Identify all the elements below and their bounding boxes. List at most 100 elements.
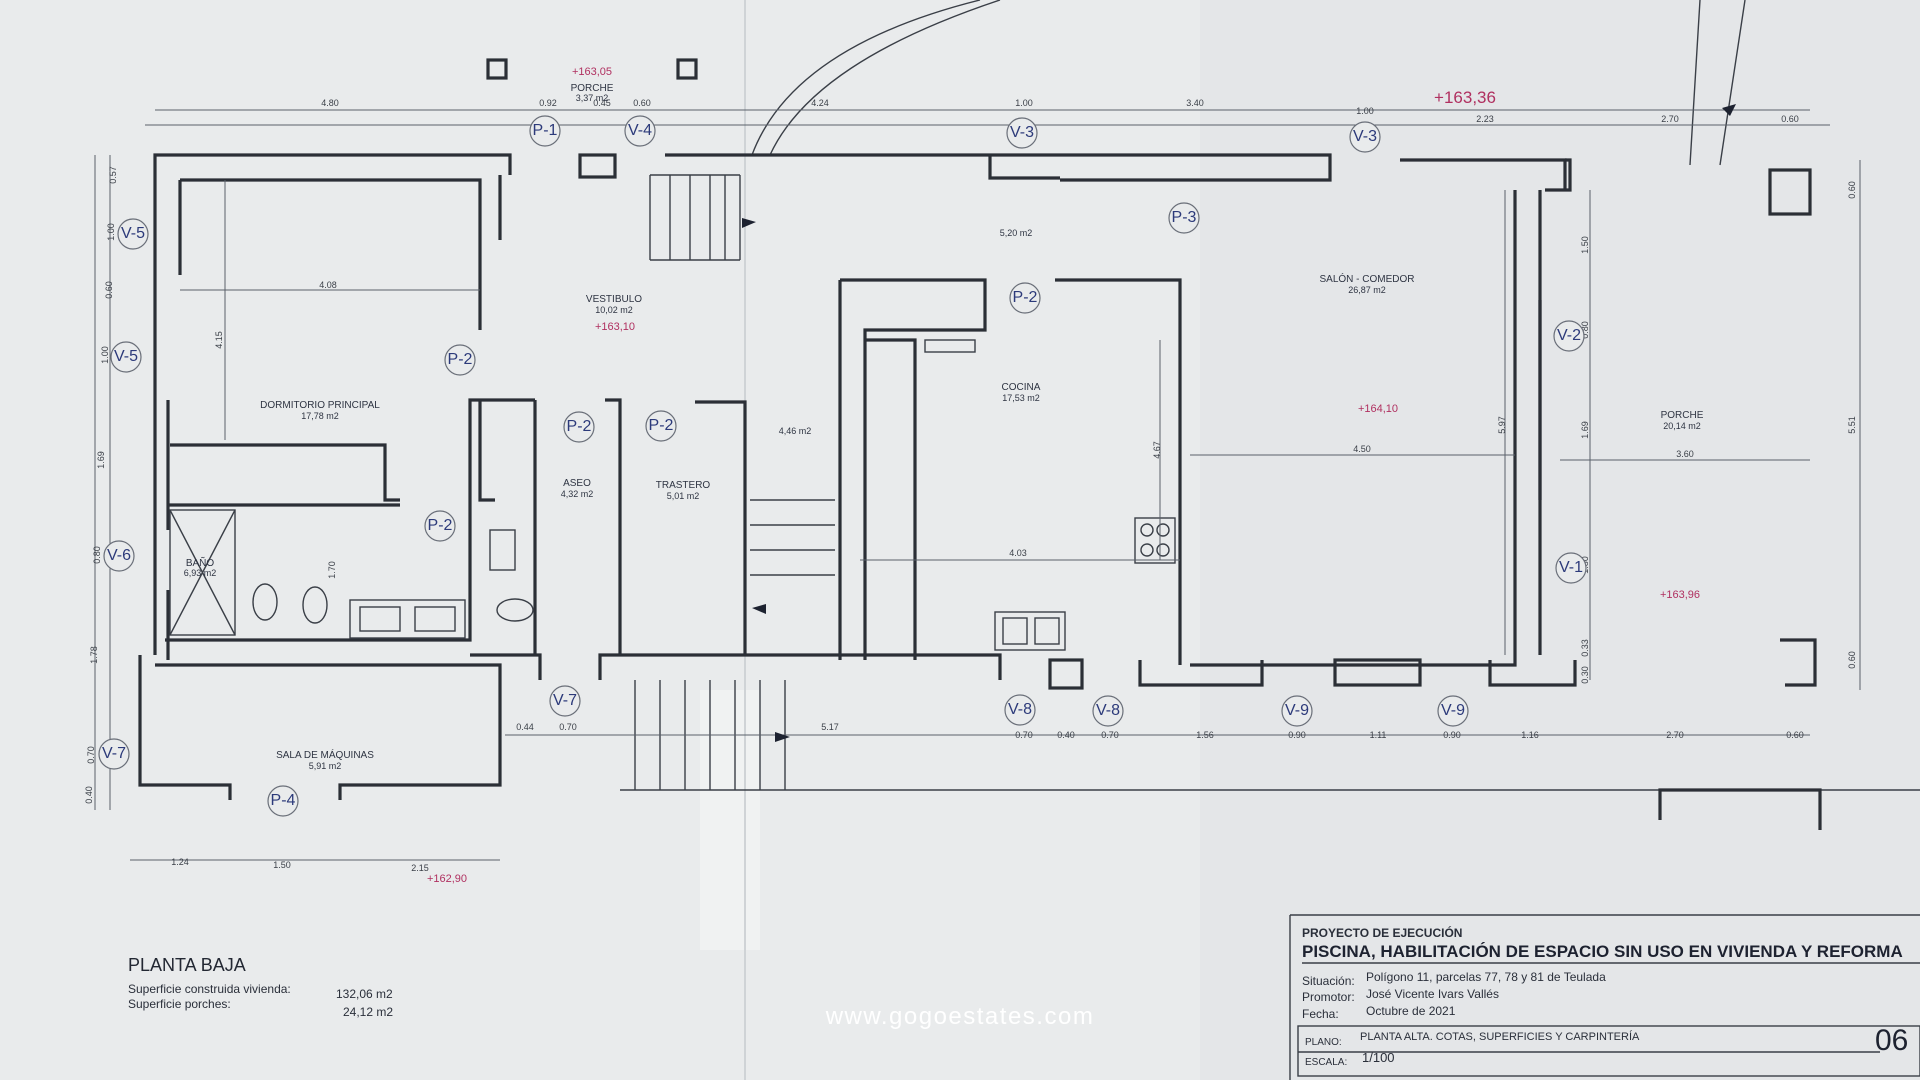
svg-text:1.00: 1.00 [106,223,116,241]
svg-text:P-2: P-2 [1013,289,1038,306]
tag-p2-aseo: P-2 [563,411,595,443]
svg-text:3.40: 3.40 [1186,98,1204,108]
svg-text:4.24: 4.24 [811,98,829,108]
svg-text:3,37 m2: 3,37 m2 [576,93,609,103]
tag-p3: P-3 [1168,202,1200,234]
svg-text:0.90: 0.90 [1443,730,1461,740]
svg-text:P-2: P-2 [649,417,674,434]
tag-v8-b: V-8 [1092,695,1124,727]
tag-p4: P-4 [267,785,299,817]
svg-text:6,93 m2: 6,93 m2 [184,568,217,578]
svg-text:5,01 m2: 5,01 m2 [667,491,700,501]
svg-text:BAÑO: BAÑO [186,556,215,569]
plano-value: PLANTA ALTA. COTAS, SUPERFICIES Y CARPIN… [1360,1030,1640,1043]
site-path-curve-2 [769,0,1001,156]
svg-text:3.60: 3.60 [1676,449,1694,459]
level-marks: +163,05 +163,36 +163,10 +164,10 +163,96 … [427,66,1700,885]
svg-text:4,32 m2: 4,32 m2 [561,489,594,499]
arrow-icon [775,732,790,742]
situacion-value: Polígono 11, parcelas 77, 78 y 81 de Teu… [1366,970,1606,984]
tag-v2: V-2 [1553,320,1585,352]
left-dimensions: 0.57 1.00 0.60 1.00 1.69 0.80 1.78 0.70 … [84,166,118,804]
svg-text:V-7: V-7 [553,692,577,709]
tag-v5-b: V-5 [110,341,142,373]
svg-text:V-2: V-2 [1557,327,1581,344]
tag-v9-b: V-9 [1437,695,1469,727]
svg-text:+164,10: +164,10 [1358,403,1398,415]
escala-value: 1/100 [1362,1050,1395,1065]
svg-text:20,14 m2: 20,14 m2 [1663,421,1701,431]
svg-text:Fecha:: Fecha: [1302,1007,1339,1021]
svg-text:5,91 m2: 5,91 m2 [309,761,342,771]
arrow-icon [752,604,766,614]
tag-v3-b: V-3 [1349,121,1381,153]
svg-text:0.60: 0.60 [1781,114,1799,124]
svg-text:0.44: 0.44 [516,722,534,732]
built-area-value: 132,06 m2 [336,987,393,1001]
svg-text:1.00: 1.00 [1015,98,1033,108]
site-ramp-lines [1689,0,1746,166]
svg-text:2.23: 2.23 [1476,114,1494,124]
svg-text:P-2: P-2 [567,418,592,435]
svg-text:0.60: 0.60 [1847,181,1857,199]
svg-text:17,78 m2: 17,78 m2 [301,411,339,421]
svg-text:TRASTERO: TRASTERO [656,480,711,491]
svg-text:5.97: 5.97 [1497,416,1507,434]
svg-text:1.11: 1.11 [1370,730,1387,740]
tag-v8-a: V-8 [1004,694,1036,726]
svg-text:SALA DE MÁQUINAS: SALA DE MÁQUINAS [276,748,374,761]
tag-v3-a: V-3 [1006,117,1038,149]
svg-text:1.50: 1.50 [1580,236,1590,254]
svg-text:V-9: V-9 [1285,702,1309,719]
porch-area-label: Superficie porches: [128,997,231,1011]
svg-text:0.60: 0.60 [104,281,114,299]
svg-text:4.15: 4.15 [214,331,224,349]
svg-text:V-5: V-5 [114,348,138,365]
svg-text:0.80: 0.80 [92,546,102,564]
svg-text:+163,05: +163,05 [572,66,612,78]
svg-text:PLANO:: PLANO: [1305,1037,1342,1048]
svg-text:1.50: 1.50 [273,860,291,870]
svg-text:0.30: 0.30 [1580,666,1590,684]
svg-text:4.67: 4.67 [1152,441,1162,459]
svg-text:1.78: 1.78 [89,646,99,664]
project-name: PISCINA, HABILITACIÓN DE ESPACIO SIN USO… [1302,942,1903,961]
svg-text:2.70: 2.70 [1661,114,1679,124]
svg-text:+163,96: +163,96 [1660,589,1700,601]
direction-arrows [742,104,1736,742]
svg-text:0.80: 0.80 [1580,321,1590,339]
tag-p1: P-1 [529,115,561,147]
svg-text:0.57: 0.57 [108,166,118,184]
svg-text:V-5: V-5 [121,225,145,242]
tag-v4: V-4 [624,115,656,147]
svg-text:ESCALA:: ESCALA: [1305,1057,1347,1068]
walls [138,58,1920,830]
svg-text:1.69: 1.69 [1580,421,1590,439]
svg-text:4,46 m2: 4,46 m2 [779,426,812,436]
svg-text:P-1: P-1 [533,122,558,139]
watermark: www.gogoestates.com [825,1003,1095,1030]
paper-shade [1200,0,1920,1080]
svg-text:0.45: 0.45 [593,98,611,108]
svg-text:10,02 m2: 10,02 m2 [595,305,633,315]
svg-text:V-3: V-3 [1353,128,1377,145]
svg-text:4.50: 4.50 [1353,444,1371,454]
svg-text:V-7: V-7 [102,745,126,762]
tag-v6: V-6 [103,540,135,572]
arrow-icon [1722,104,1736,116]
svg-text:PORCHE: PORCHE [571,83,614,94]
svg-text:0.70: 0.70 [1015,730,1033,740]
svg-text:P-3: P-3 [1172,209,1197,226]
fecha-value: Octubre de 2021 [1366,1004,1456,1018]
svg-text:P-4: P-4 [271,792,296,809]
svg-text:PORCHE: PORCHE [1661,410,1704,421]
svg-text:1.69: 1.69 [96,451,106,469]
svg-text:4.08: 4.08 [319,280,337,290]
bottom-dimensions: 0.44 0.70 5.17 0.70 0.40 0.70 1.56 0.90 … [516,722,1804,740]
base-dimensions: 1.24 1.50 2.15 [171,857,429,873]
svg-text:1.16: 1.16 [1521,730,1539,740]
floor-title: PLANTA BAJA [128,955,246,975]
svg-text:0.33: 0.33 [1580,639,1590,657]
svg-text:V-1: V-1 [1559,559,1583,576]
